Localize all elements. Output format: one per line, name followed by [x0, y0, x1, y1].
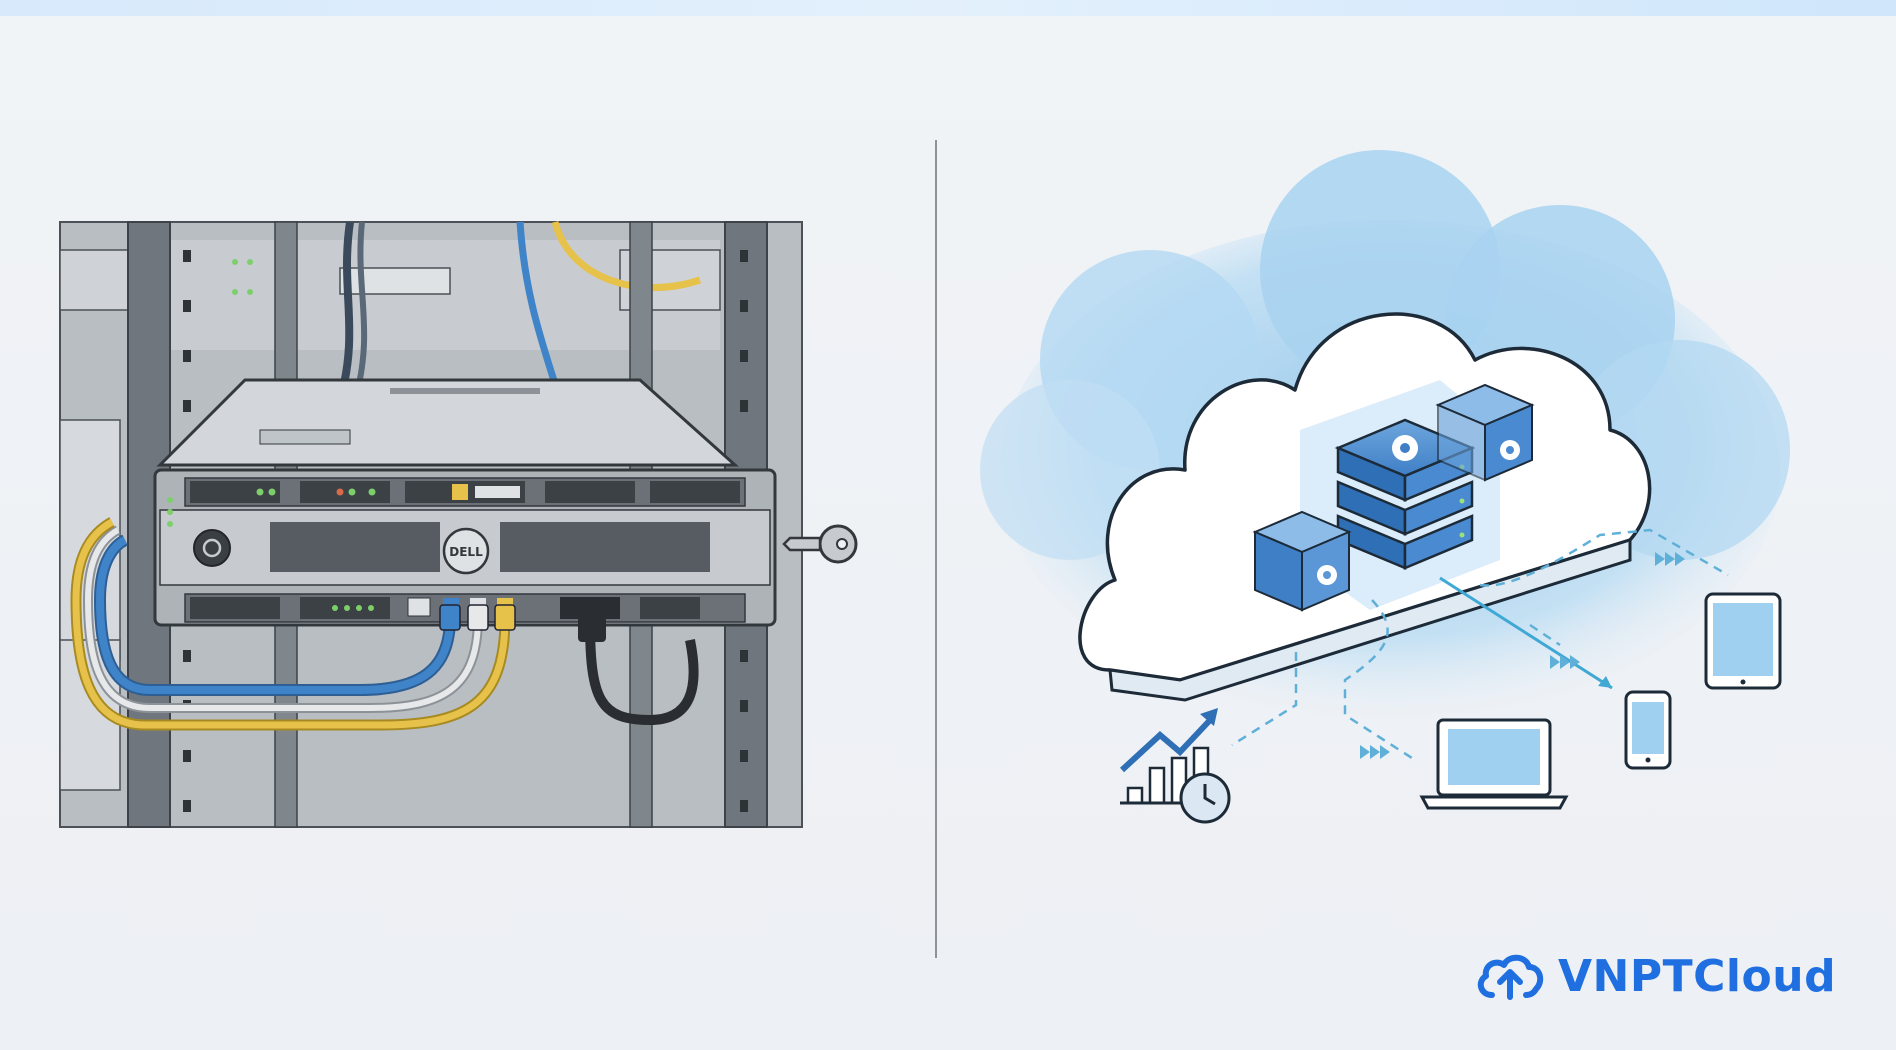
flow-chevrons [1360, 552, 1685, 759]
power-button-icon [193, 529, 231, 567]
laptop-icon [1419, 718, 1569, 810]
server-badge-text: DELL [449, 545, 483, 559]
gear-icon [1392, 435, 1418, 461]
top-strip [0, 0, 1896, 16]
brand-name: VNPTCloud [1558, 950, 1837, 1002]
key-icon [782, 524, 858, 564]
cloud-cube-left [1252, 510, 1352, 612]
section-divider [935, 140, 937, 958]
data-flow-main [1439, 576, 1613, 690]
analytics-chart-icon [1119, 708, 1231, 824]
data-flow-lines [1231, 528, 1729, 762]
cloud-cube-right [1435, 383, 1535, 482]
brand-logo: VNPTCloud [1474, 946, 1836, 1006]
dell-logo [442, 527, 490, 575]
phone-icon [1624, 690, 1672, 770]
tablet-icon [1704, 592, 1782, 690]
cloud-upload-icon [1477, 954, 1544, 1000]
server-rack-illustration: DELL [59, 221, 858, 828]
